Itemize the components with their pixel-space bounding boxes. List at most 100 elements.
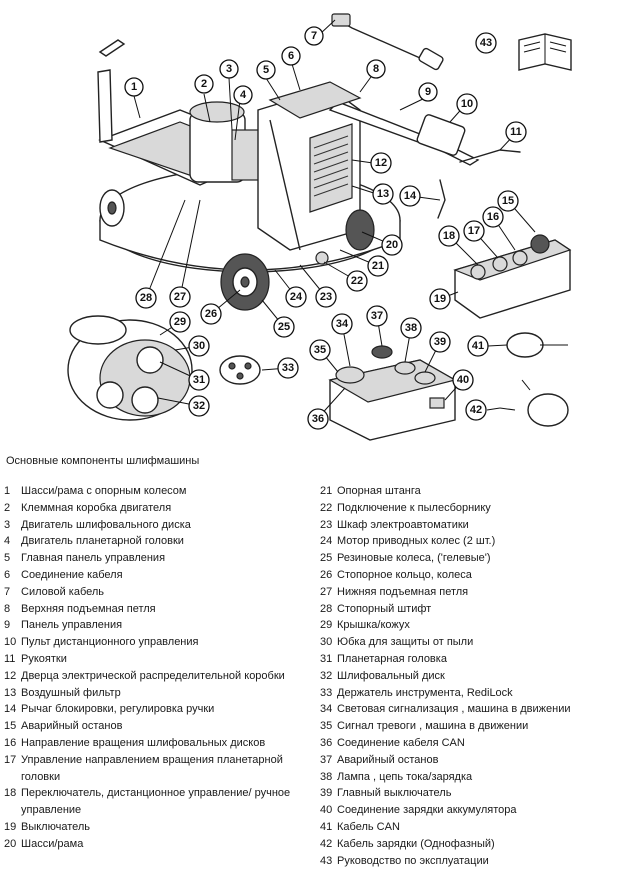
legend-item-text: Шасси/рама bbox=[21, 837, 84, 850]
svg-text:25: 25 bbox=[278, 321, 290, 333]
legend-item-text: Двигатель планетарной головки bbox=[21, 535, 184, 548]
callout-19: 19 bbox=[429, 288, 451, 310]
svg-text:11: 11 bbox=[510, 126, 522, 138]
legend-item-number: 39 bbox=[320, 787, 333, 800]
svg-text:13: 13 bbox=[377, 188, 389, 200]
legend-item-text: Пульт дистанционного управления bbox=[21, 636, 199, 649]
legend-item-text: Дверца электрической распределительной к… bbox=[21, 669, 285, 682]
callout-32: 32 bbox=[188, 395, 210, 417]
legend-item-number: 32 bbox=[320, 669, 333, 682]
svg-text:22: 22 bbox=[351, 275, 363, 287]
legend-item-text: Переключатель, дистанционное управление/… bbox=[21, 787, 291, 817]
callout-40: 40 bbox=[452, 369, 474, 391]
legend-item-number: 19 bbox=[4, 820, 17, 833]
callout-42: 42 bbox=[465, 399, 487, 421]
callout-29: 29 bbox=[169, 311, 191, 333]
svg-text:40: 40 bbox=[457, 374, 469, 386]
legend-item-number: 38 bbox=[320, 770, 333, 783]
legend-item-number: 23 bbox=[320, 518, 333, 531]
svg-text:8: 8 bbox=[373, 63, 379, 75]
legend-item-text: Аварийный останов bbox=[337, 753, 439, 766]
legend-item-text: Планетарная головка bbox=[337, 652, 447, 665]
callout-15: 15 bbox=[497, 190, 519, 212]
legend-item-number: 20 bbox=[4, 837, 17, 850]
svg-text:27: 27 bbox=[174, 291, 186, 303]
manual-book-drawing bbox=[518, 33, 572, 71]
callout-41: 41 bbox=[467, 335, 489, 357]
callout-9: 9 bbox=[418, 82, 438, 102]
legend-item-text: Панель управления bbox=[21, 619, 123, 632]
legend-item-number: 34 bbox=[320, 703, 333, 716]
callout-11: 11 bbox=[505, 121, 527, 143]
battery-unit-drawing bbox=[328, 345, 457, 441]
legend-item-text: Кабель зарядки (Однофазный) bbox=[337, 837, 495, 850]
svg-text:38: 38 bbox=[405, 322, 417, 334]
callout-4: 4 bbox=[233, 85, 253, 105]
machine-diagram: 1 2 3 4 5 6 7 8 9 10 11 12 13 14 15 16 1… bbox=[67, 13, 572, 441]
callouts: 1 2 3 4 5 6 7 8 9 10 11 12 13 14 15 16 1… bbox=[124, 26, 527, 430]
callout-34: 34 bbox=[331, 313, 353, 335]
legend-item-text: Рукоятки bbox=[21, 652, 67, 665]
callout-1: 1 bbox=[124, 77, 144, 97]
legend-item-text: Держатель инструмента, RediLock bbox=[337, 686, 513, 699]
callout-38: 38 bbox=[400, 317, 422, 339]
legend-item-text: Соединение кабеля bbox=[21, 568, 123, 581]
legend-item-text: Мотор приводных колес (2 шт.) bbox=[337, 535, 496, 548]
svg-text:24: 24 bbox=[290, 291, 303, 303]
svg-text:19: 19 bbox=[434, 293, 446, 305]
legend-item-text: Стопорное кольцо, колеса bbox=[337, 568, 472, 581]
legend-item-number: 21 bbox=[320, 485, 333, 497]
callout-33: 33 bbox=[277, 357, 299, 379]
legend-item-number: 37 bbox=[320, 753, 333, 766]
svg-text:5: 5 bbox=[263, 64, 269, 76]
svg-text:18: 18 bbox=[443, 230, 455, 242]
legend-item-text: Лампа , цепь тока/зарядка bbox=[337, 770, 473, 783]
callout-12: 12 bbox=[370, 152, 392, 174]
legend-item-text: Соединение кабеля CAN bbox=[337, 736, 465, 749]
legend-item: 37 Аварийный останов bbox=[320, 752, 630, 769]
legend-item-text: Двигатель шлифовального диска bbox=[21, 518, 191, 531]
legend-item-number: 11 bbox=[4, 652, 16, 665]
legend-item-number: 30 bbox=[320, 636, 333, 649]
callout-21: 21 bbox=[367, 255, 389, 277]
svg-text:6: 6 bbox=[288, 50, 294, 62]
legend-item-text: Клеммная коробка двигателя bbox=[21, 501, 172, 514]
svg-text:1: 1 bbox=[131, 81, 137, 93]
legend-item: 28 Стопорный штифт bbox=[320, 601, 630, 618]
legend-item-number: 33 bbox=[320, 686, 333, 699]
svg-text:30: 30 bbox=[193, 340, 205, 352]
legend-item-number: 28 bbox=[320, 602, 333, 615]
legend-item-number: 10 bbox=[4, 636, 17, 649]
callout-39: 39 bbox=[429, 331, 451, 353]
legend-item-text: Стопорный штифт bbox=[337, 602, 432, 615]
svg-text:39: 39 bbox=[434, 336, 446, 348]
legend-item-text: Шлифовальный диск bbox=[337, 669, 445, 682]
legend-item-text: Рычаг блокировки, регулировка ручки bbox=[21, 703, 215, 716]
remote-box-drawing bbox=[453, 234, 572, 319]
callout-24: 24 bbox=[285, 286, 307, 308]
svg-text:43: 43 bbox=[480, 37, 492, 49]
callout-8: 8 bbox=[366, 59, 386, 79]
svg-text:20: 20 bbox=[386, 239, 398, 251]
svg-text:14: 14 bbox=[404, 190, 417, 202]
callout-27: 27 bbox=[169, 286, 191, 308]
legend-item-text: Резиновые колеса, ('гелевые') bbox=[337, 552, 491, 565]
svg-text:10: 10 bbox=[461, 98, 473, 110]
callout-30: 30 bbox=[188, 335, 210, 357]
legend-item-text: Кабель CAN bbox=[337, 820, 400, 833]
svg-text:12: 12 bbox=[375, 157, 387, 169]
legend-item-number: 5 bbox=[4, 552, 11, 565]
